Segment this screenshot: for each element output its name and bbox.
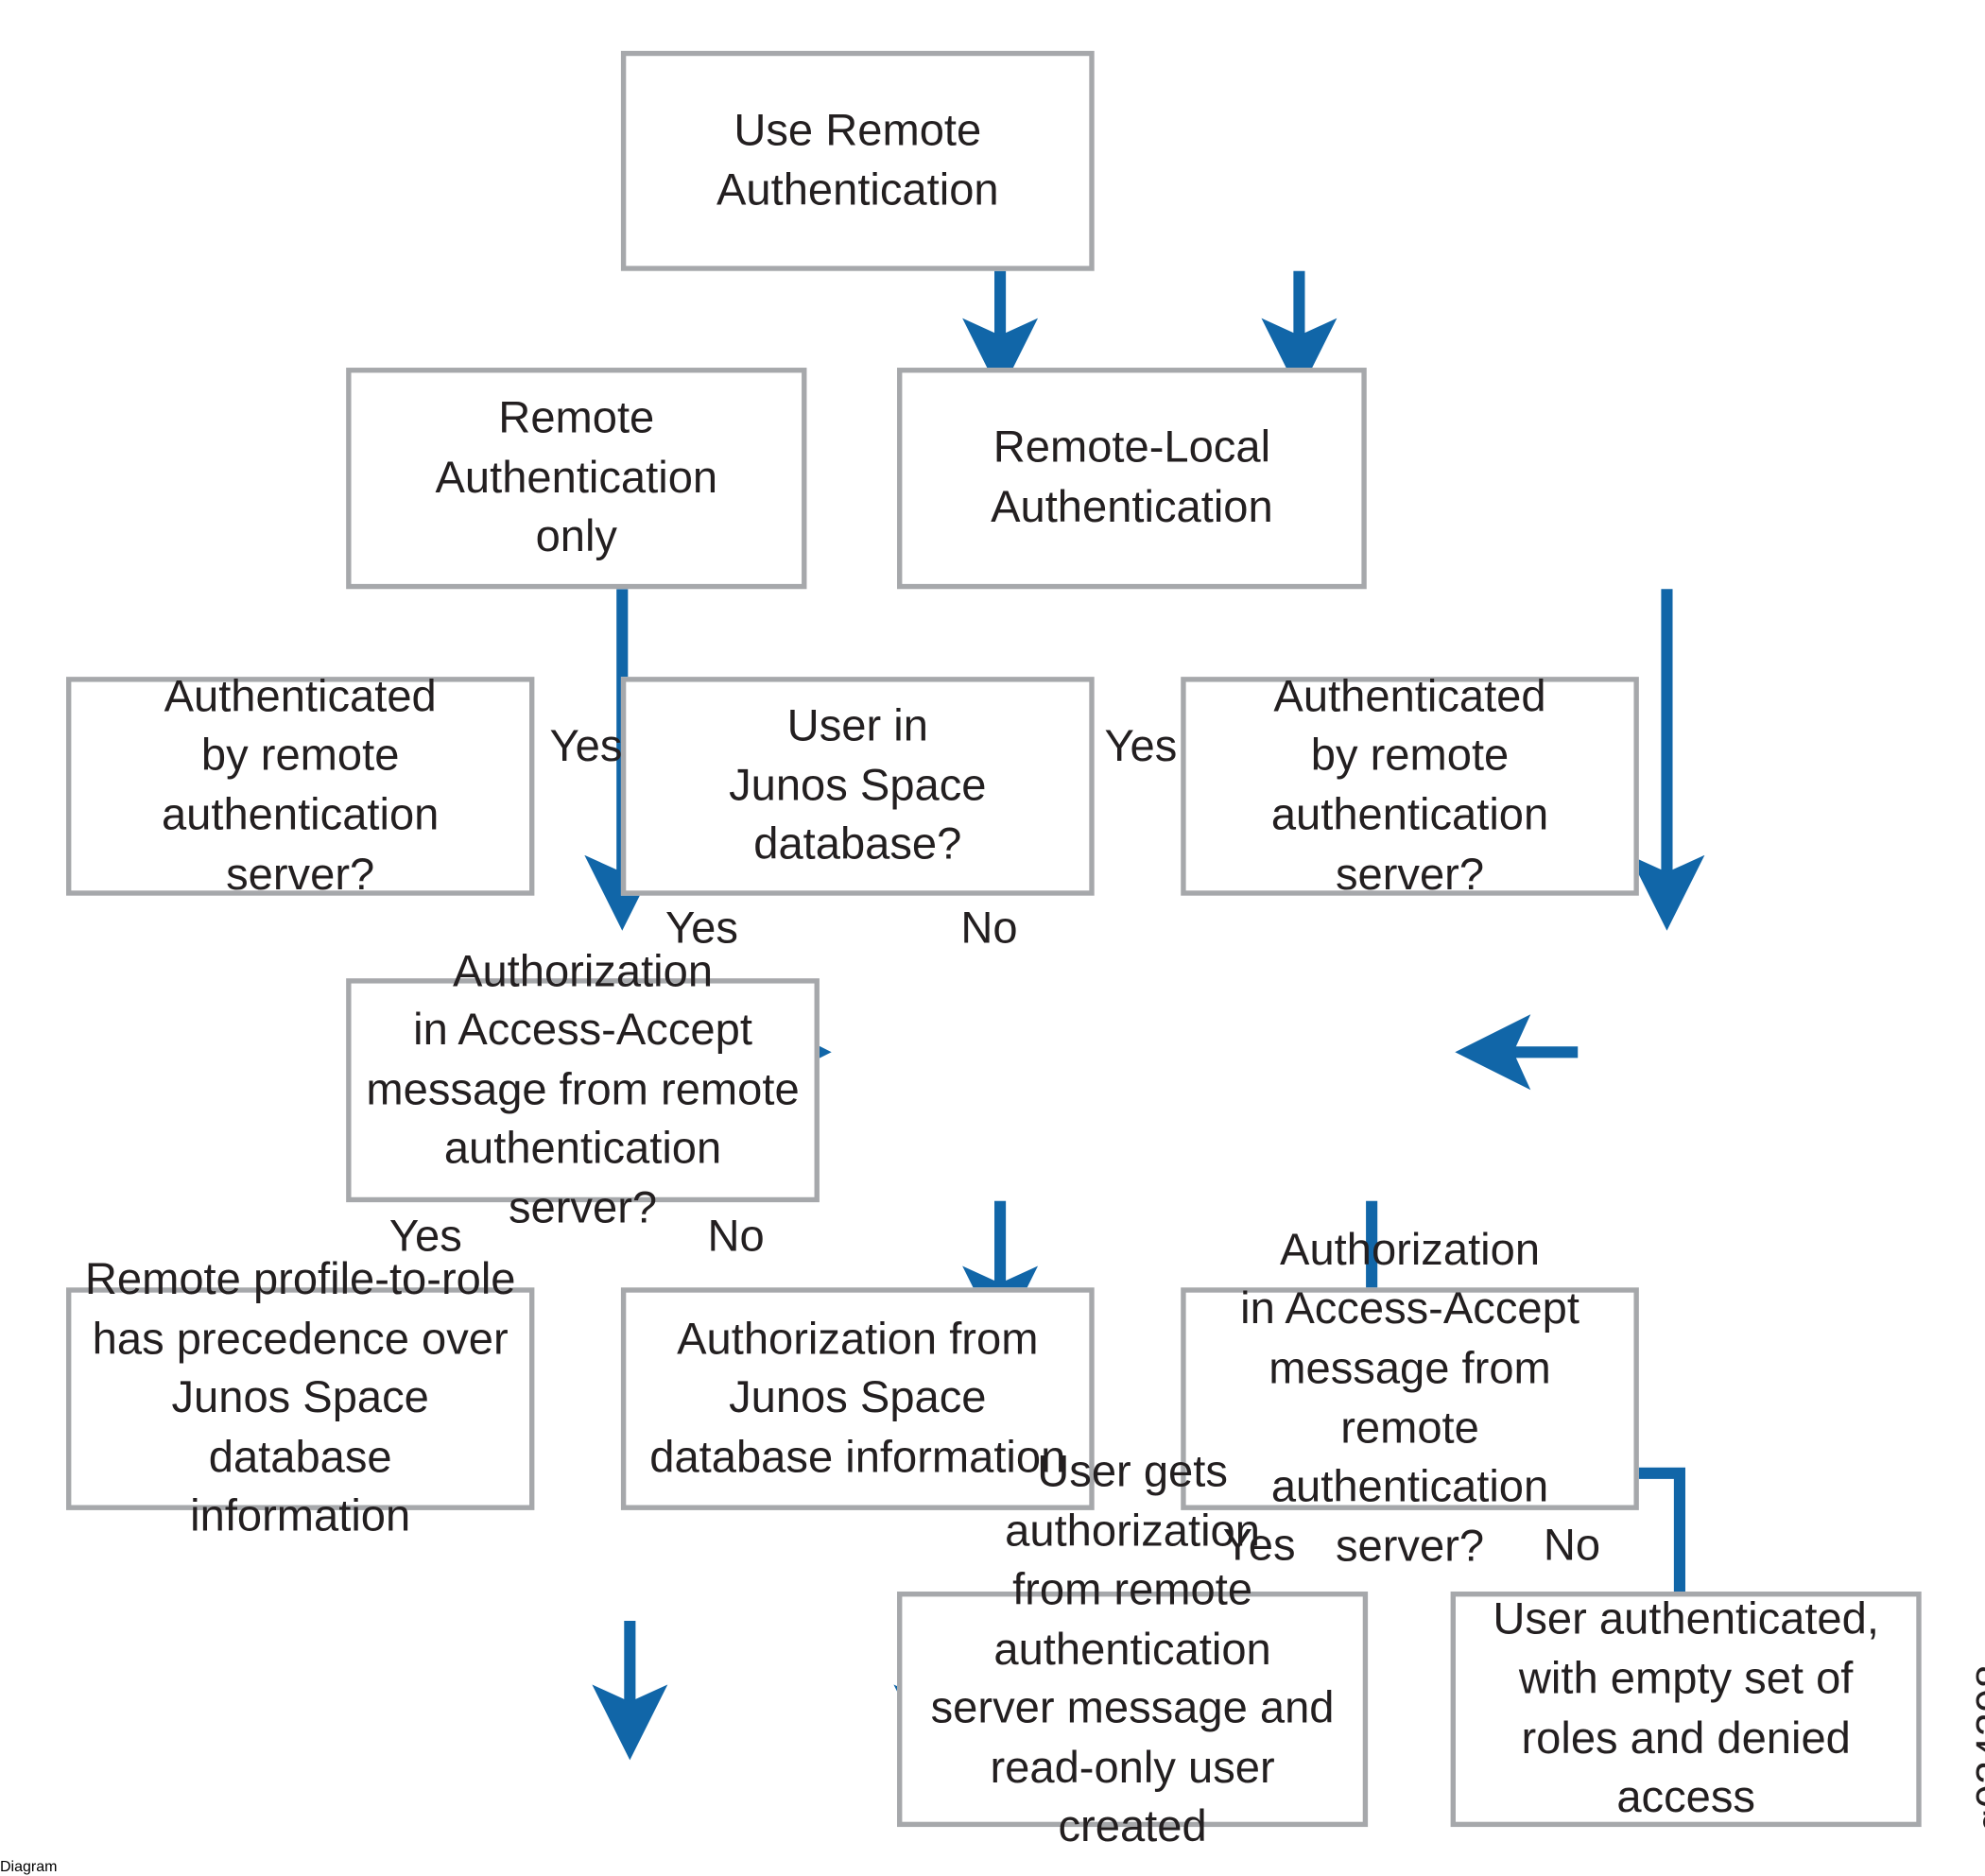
node-user-authenticated-denied[interactable]: User authenticated, with empty set of ro… bbox=[1450, 1592, 1922, 1828]
edge-label-no-middle-right: No bbox=[960, 903, 1018, 954]
node-authenticated-left[interactable]: Authenticated by remote authentication s… bbox=[66, 672, 535, 899]
figure-id-watermark: g034398 bbox=[1967, 1663, 1985, 1833]
node-remote-auth-only[interactable]: Remote Authentication only bbox=[346, 368, 807, 590]
edge-label-yes-middle-down: Yes bbox=[665, 903, 738, 954]
edge-label-yes-authz1: Yes bbox=[388, 1211, 462, 1262]
node-authz-access-accept-2[interactable]: Authorization in Access-Accept message f… bbox=[1181, 1225, 1639, 1571]
node-use-remote-auth[interactable]: Use Remote Authentication bbox=[620, 50, 1095, 271]
edge-label-no-authz2: No bbox=[1543, 1520, 1601, 1571]
node-authenticated-right[interactable]: Authenticated by remote authentication s… bbox=[1181, 672, 1639, 899]
node-user-gets-authz[interactable]: User gets authorization from remote auth… bbox=[897, 1447, 1369, 1851]
node-remote-profile-to-role[interactable]: Remote profile-to-role has precedence ov… bbox=[66, 1254, 535, 1541]
edge-label-yes-right-to-middle: Yes bbox=[1104, 721, 1178, 771]
node-authz-access-accept-1[interactable]: Authorization in Access-Accept message f… bbox=[346, 946, 820, 1232]
node-remote-local-auth[interactable]: Remote-Local Authentication bbox=[897, 368, 1367, 590]
edge-label-yes-authz2: Yes bbox=[1222, 1520, 1296, 1571]
node-authz-from-junos-space[interactable]: Authorization from Junos Space database … bbox=[620, 1287, 1095, 1510]
edge-label-yes-left-to-middle: Yes bbox=[549, 721, 623, 771]
node-user-in-junos-space-db[interactable]: User in Junos Space database? bbox=[620, 677, 1095, 896]
edge-label-no-authz1: No bbox=[707, 1211, 765, 1262]
